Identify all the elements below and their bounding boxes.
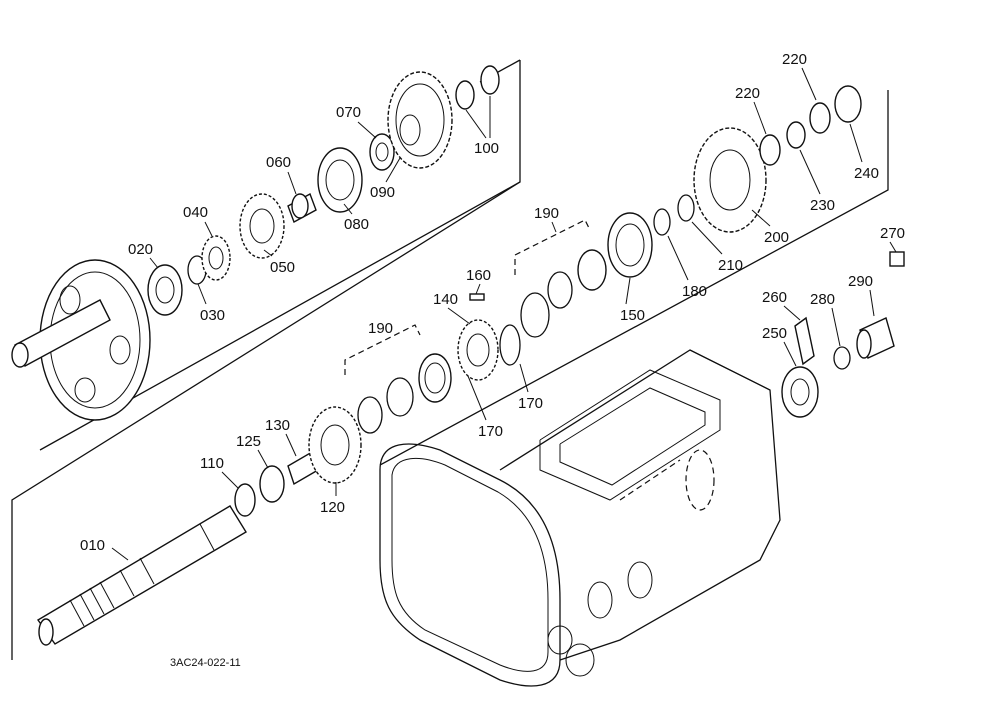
part-110-washer (234, 483, 256, 517)
label-030: 030 (200, 307, 225, 324)
part-050-gear (239, 193, 285, 259)
part-260-plate (794, 316, 815, 366)
label-170b: 170 (518, 395, 543, 412)
part-120-gear (308, 406, 362, 484)
part-100-bearings (455, 65, 500, 110)
part-080-coupling (317, 147, 363, 213)
label-240: 240 (854, 165, 879, 182)
part-240-cap (834, 85, 862, 123)
label-150: 150 (620, 307, 645, 324)
label-160: 160 (466, 267, 491, 284)
part-290-sleeve (856, 317, 895, 359)
label-220a: 220 (735, 85, 760, 102)
label-120: 120 (320, 499, 345, 516)
part-230-collar (786, 121, 806, 149)
label-250: 250 (762, 325, 787, 342)
part-190a-rings (344, 324, 452, 434)
label-060: 060 (266, 154, 291, 171)
part-070-bearing (369, 133, 395, 171)
part-040-gear (201, 235, 231, 281)
part-060-sleeve (287, 192, 317, 224)
label-200: 200 (764, 229, 789, 246)
part-020-bearing (147, 264, 183, 316)
part-125-bearing (259, 465, 285, 503)
label-010: 010 (80, 537, 105, 554)
part-090-gear (387, 71, 453, 169)
part-180-snap-ring (653, 208, 671, 236)
label-220b: 220 (782, 51, 807, 68)
label-110: 110 (200, 455, 224, 472)
leader-lines (111, 67, 897, 561)
part-140-hub (457, 319, 499, 381)
part-220-bearings (759, 102, 831, 166)
label-020: 020 (128, 241, 153, 258)
label-125: 125 (236, 433, 261, 450)
label-090: 090 (370, 184, 395, 201)
label-170a: 170 (478, 423, 503, 440)
lower-group-frame (11, 90, 889, 660)
label-130: 130 (265, 417, 290, 434)
label-040: 040 (183, 204, 208, 221)
label-080: 080 (344, 216, 369, 233)
part-150-sleeve (607, 212, 653, 278)
part-170-springs (499, 292, 550, 366)
main-shaft (36, 505, 247, 646)
label-290: 290 (848, 273, 873, 290)
label-210: 210 (718, 257, 743, 274)
part-270-plug (889, 251, 905, 267)
label-140: 140 (433, 291, 458, 308)
label-260: 260 (762, 289, 787, 306)
label-190b: 190 (534, 205, 559, 222)
label-050: 050 (270, 259, 295, 276)
label-230: 230 (810, 197, 835, 214)
part-280-ring (833, 346, 851, 370)
part-labels: 010 020 030 040 050 060 070 080 090 100 … (80, 51, 905, 554)
part-190b-rings (514, 219, 607, 309)
part-210-snap-ring (677, 194, 695, 222)
part-200-gear (693, 127, 767, 233)
footer-code: 3AC24-022-11 (170, 657, 241, 669)
label-180: 180 (682, 283, 707, 300)
part-160-key (469, 293, 485, 301)
label-270: 270 (880, 225, 905, 242)
rear-cover (11, 259, 151, 421)
transmission-case (379, 349, 781, 687)
label-070: 070 (336, 104, 361, 121)
part-250-bearing (781, 366, 819, 418)
label-100: 100 (474, 140, 499, 157)
label-190a: 190 (368, 320, 393, 337)
label-280: 280 (810, 291, 835, 308)
